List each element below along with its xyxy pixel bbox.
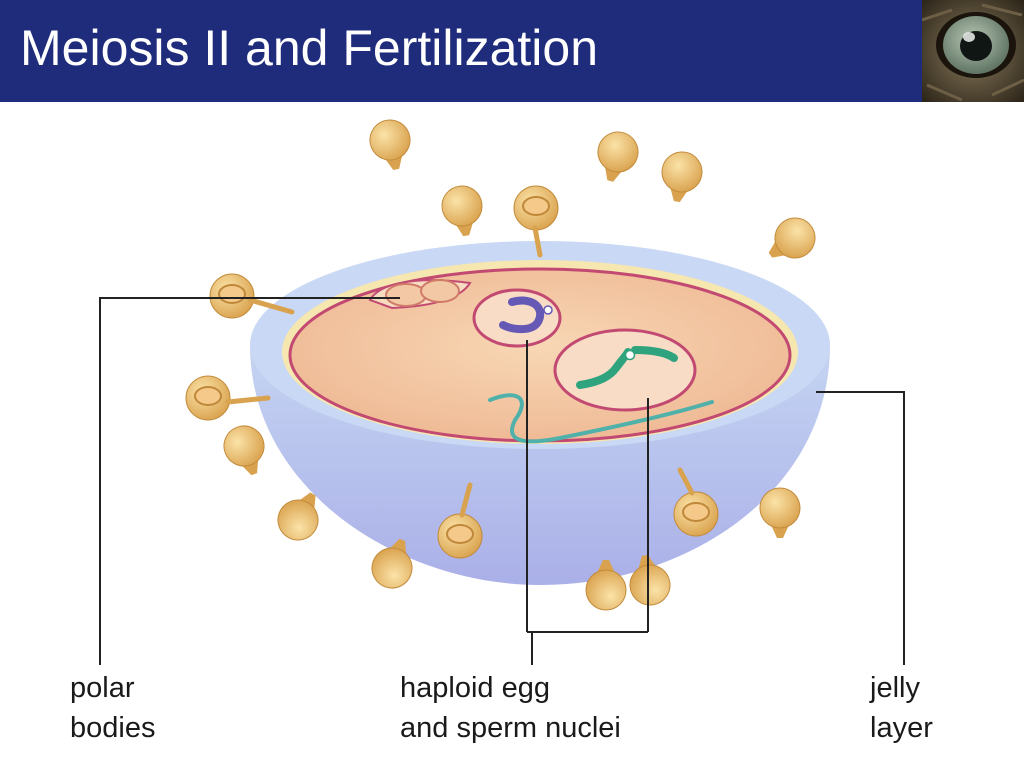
title-bar: Meiosis II and Fertilization <box>0 0 922 102</box>
egg-cell <box>250 241 830 585</box>
slide-title: Meiosis II and Fertilization <box>20 20 599 76</box>
nuclei-label-line2: and sperm nuclei <box>400 712 621 744</box>
nuclei-label-line1: haploid egg <box>400 672 550 704</box>
polar-bodies <box>368 279 472 310</box>
jelly-layer-label-line1: jelly <box>870 672 920 704</box>
polar-bodies-label-line1: polar <box>70 672 135 704</box>
nuclei-label: haploid egg and sperm nuclei <box>400 668 621 748</box>
sperm-cells <box>185 115 824 611</box>
polar-bodies-leader <box>99 297 400 665</box>
sperm-nucleus <box>553 328 697 412</box>
jelly-layer-label-line2: layer <box>870 712 933 744</box>
polar-bodies-label: polar bodies <box>70 668 155 748</box>
jelly-layer-label: jelly layer <box>870 668 933 748</box>
fertilization-diagram <box>99 115 905 665</box>
jelly-layer-leader <box>816 391 905 665</box>
leader-lines <box>99 297 905 665</box>
egg-nucleus <box>472 288 562 348</box>
sperm-tail <box>488 393 714 444</box>
polar-bodies-label-line2: bodies <box>70 712 156 744</box>
eye-icon <box>922 0 1024 102</box>
